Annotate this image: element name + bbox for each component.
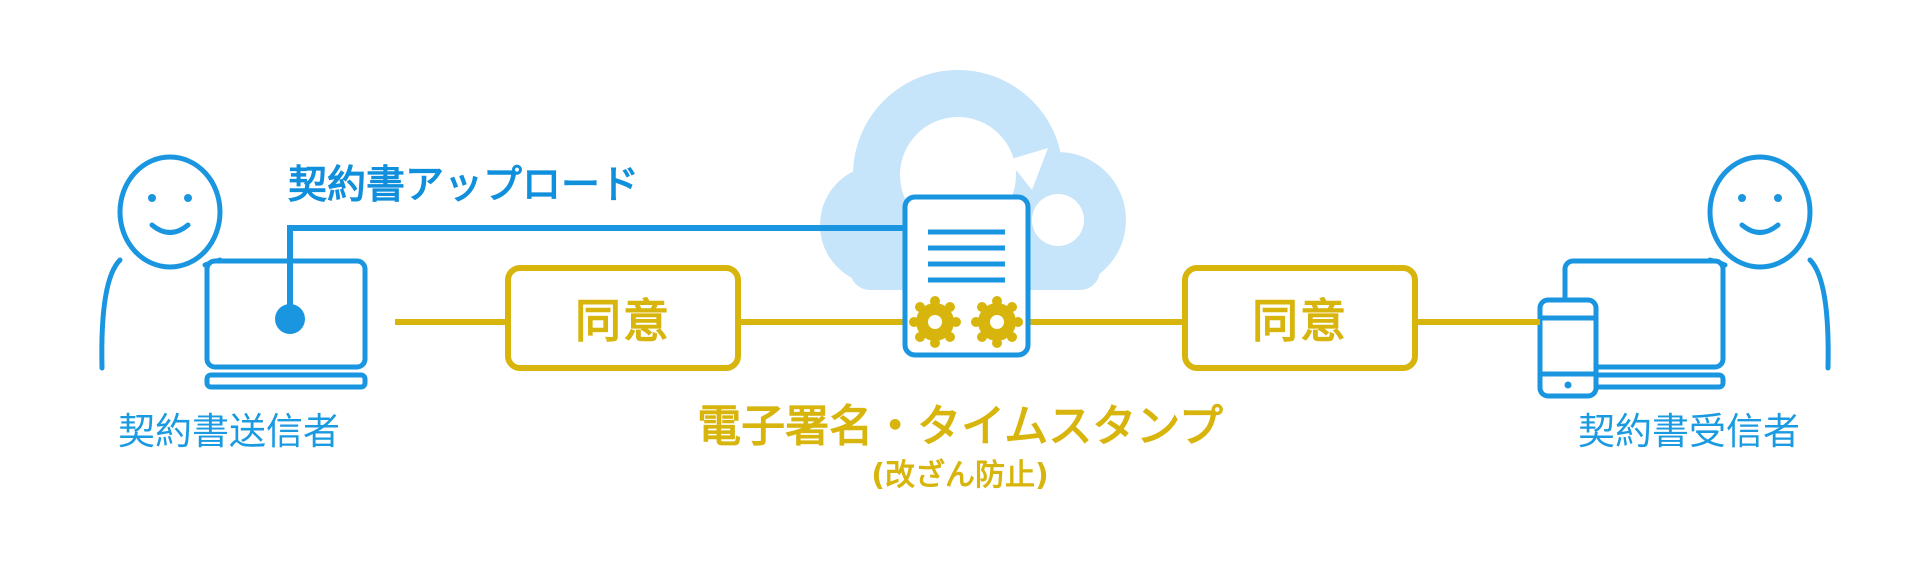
consent-box-left [505, 265, 741, 371]
consent-box-right [1182, 265, 1418, 371]
consent-label-right: 同意 [1252, 294, 1348, 348]
receiver-smartphone-icon [1537, 297, 1599, 399]
receiver-label: 契約書受信者 [1578, 410, 1800, 453]
seal-icon-left [909, 296, 961, 348]
upload-label: 契約書アップロード [288, 163, 640, 208]
receiver-person-icon [1707, 154, 1831, 371]
consent-label-left: 同意 [575, 294, 671, 348]
sender-person-icon [99, 154, 223, 371]
signature-label: 電子署名・タイムスタンプ [697, 401, 1223, 452]
seal-icon-right [971, 296, 1023, 348]
sender-label: 契約書送信者 [118, 410, 340, 453]
tamper-proof-label: (改ざん防止) [871, 458, 1049, 493]
upload-connector [287, 225, 910, 319]
